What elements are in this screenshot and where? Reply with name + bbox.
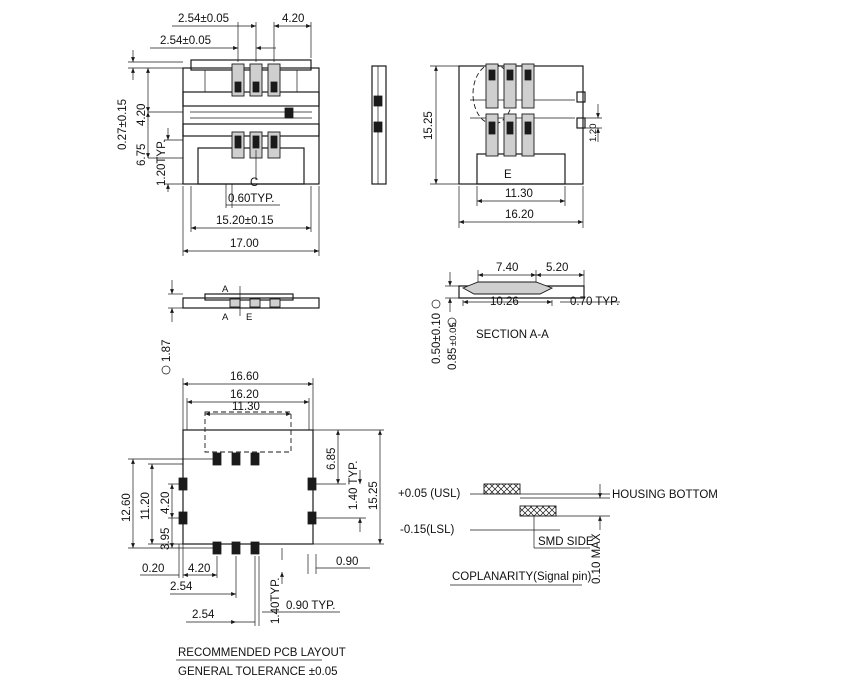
housing-bottom-label: HOUSING BOTTOM [612,489,718,501]
dim-1026: 10.26 [490,296,519,308]
coplanarity-max: 0.10 MAX [591,533,603,584]
center-mark-right: E [504,169,512,181]
coplanarity-detail: +0.05 (USL) -0.15(LSL) HOUSING BOTTOM SM… [398,483,718,586]
section-mark-lower: A [222,312,229,323]
top-contacts-upper [231,63,281,97]
dim-1520: 15.20±0.15 [216,215,273,227]
smd-side-label: SMD SIDE [538,536,594,548]
dim-085-tolerance: ±0.05 [448,322,459,346]
dim-254-pcb-b: 2.54 [192,609,215,621]
dim-pitch-top: 2.54±0.05 [178,13,229,25]
dim-187: 1.87 [161,340,173,362]
dim-420-top: 4.20 [282,13,304,25]
dim-254-pcb-a: 2.54 [170,581,193,593]
pcb-pads-bottom [212,541,260,555]
dim-090-typ: 0.90 TYP. [286,600,335,612]
usl-label: +0.05 (USL) [398,488,460,500]
dim-1130-right: 11.30 [505,188,533,200]
narrow-side-view [371,65,387,185]
pcb-pads-side [178,477,317,525]
dim-420-left: 4.20 [136,104,148,126]
dim-pitch-second: 2.54±0.05 [160,35,211,47]
pcb-pads-top [212,452,260,466]
section-mark-upper: A [222,284,229,295]
dim-1660: 16.60 [230,371,259,383]
dim-120-typ: 1.20TYP. [156,140,168,186]
front-side-view: A A E 1.87 [161,280,320,375]
dim-685: 6.85 [326,448,338,470]
coplanarity-title: COPLANARITY(Signal pin) [452,571,591,583]
section-a-a: 7.40 5.20 10.26 0.70 TYP. 0.50±0.10 0.85… [431,262,620,370]
dim-1620-right: 16.20 [505,209,534,221]
dim-1260: 12.60 [121,493,133,522]
pcb-layout: 16.60 16.20 11.30 6.85 1.40 TYP. 15.25 1… [121,371,384,678]
dim-027: 0.27±0.15 [117,99,129,150]
dim-120-right: 1.20 [588,124,599,143]
general-tolerance: GENERAL TOLERANCE ±0.05 [178,666,338,678]
dim-395: 3.95 [160,528,172,550]
dim-050: 0.50±0.10 [431,313,443,364]
center-mark-top: C [250,177,258,189]
dim-140-typ-right: 1.40 TYP. [348,461,360,510]
dim-1525-pcb: 15.25 [368,481,380,510]
top-contacts-lower [231,131,281,159]
dim-140-typ-bottom: 1.40TYP. [270,578,282,624]
dim-020: 0.20 [142,563,164,575]
dim-1120: 11.20 [140,492,152,520]
lsl-label: -0.15(LSL) [400,524,455,536]
right-contacts-upper [485,63,535,109]
dim-1525-right: 15.25 [423,111,435,140]
dim-740: 7.40 [496,262,518,274]
right-contacts-lower [485,113,535,157]
dim-070-typ: 0.70 TYP. [570,296,619,308]
dim-520: 5.20 [546,262,568,274]
dim-1620-pcb: 16.20 [230,389,259,401]
dim-1130-pcb: 11.30 [232,401,260,413]
dim-420-pcb-h: 4.20 [188,563,210,575]
dim-090-a: 0.90 [336,556,358,568]
dim-060-typ: 0.60TYP. [228,193,274,205]
dim-085: 0.85 [447,348,459,370]
section-title: SECTION A-A [476,329,549,341]
dim-1700: 17.00 [230,238,259,250]
dim-675: 6.75 [136,144,148,166]
pcb-layout-title: RECOMMENDED PCB LAYOUT [178,647,346,659]
center-mark-side: E [246,312,252,323]
right-view: E 15.25 1.20 11.30 16.20 [423,63,602,228]
dim-420-pcb-v: 4.20 [160,492,172,514]
top-view: 2.54±0.05 4.20 2.54±0.05 0.27±0.15 4.20 … [117,13,320,256]
